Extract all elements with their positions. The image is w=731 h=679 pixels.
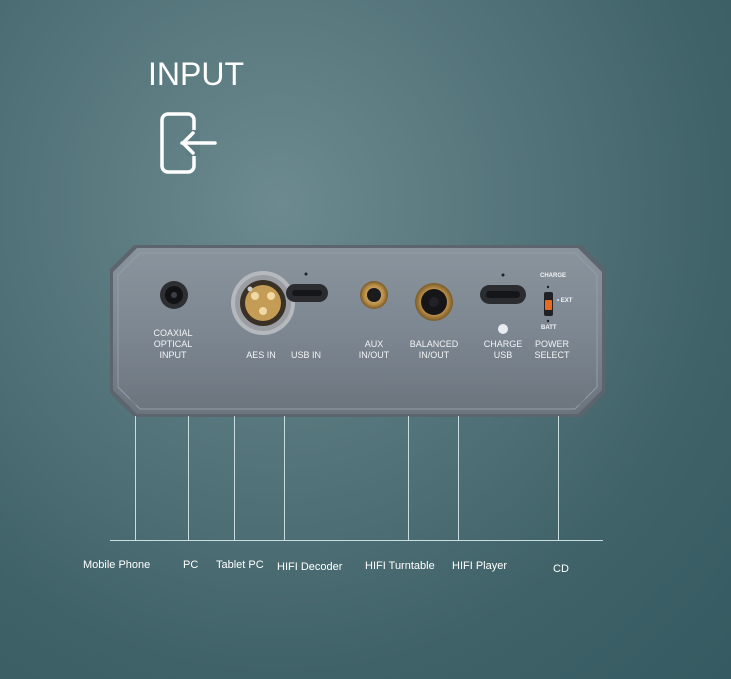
switch-label-batt: BATT bbox=[541, 325, 557, 331]
connector-line bbox=[408, 416, 409, 540]
aes-label: AES IN bbox=[246, 350, 276, 360]
source-hifi-turntable: HIFI Turntable bbox=[365, 560, 435, 572]
usb-in-label: USB IN bbox=[290, 350, 321, 360]
source-hifi-player: HIFI Player bbox=[452, 560, 508, 572]
device-back-panel: CHARGE • EXT BATT COAXIAL OPTICAL INPUT … bbox=[110, 245, 605, 417]
connector-line bbox=[135, 416, 136, 540]
connector-line bbox=[558, 416, 559, 540]
charge-led-icon bbox=[498, 324, 508, 334]
device-chassis bbox=[110, 245, 605, 417]
switch-label-ext: • EXT bbox=[557, 298, 573, 304]
source-pc: PC bbox=[183, 559, 199, 571]
source-tablet-pc: Tablet PC bbox=[216, 559, 264, 571]
coaxial-label: COAXIAL OPTICAL INPUT bbox=[153, 328, 193, 360]
aux-label: AUX IN/OUT bbox=[358, 339, 390, 360]
baseline-divider bbox=[110, 540, 603, 541]
source-mobile-phone: Mobile Phone bbox=[83, 559, 151, 571]
connector-line bbox=[188, 416, 189, 540]
input-door-arrow-icon bbox=[160, 112, 217, 174]
source-hifi-decoder: HIFI Decoder bbox=[277, 561, 343, 573]
connector-line bbox=[284, 416, 285, 540]
connector-line bbox=[458, 416, 459, 540]
balanced-label: BALANCED IN/OUT bbox=[409, 339, 459, 360]
source-cd: CD bbox=[553, 563, 569, 575]
power-select-label: POWER SELECT bbox=[534, 339, 570, 360]
connector-line bbox=[234, 416, 235, 540]
switch-label-charge: CHARGE bbox=[540, 273, 567, 279]
input-title: INPUT bbox=[148, 56, 244, 92]
aes-xlr-port bbox=[231, 271, 295, 335]
charge-usb-label: CHARGE USB bbox=[483, 339, 523, 360]
